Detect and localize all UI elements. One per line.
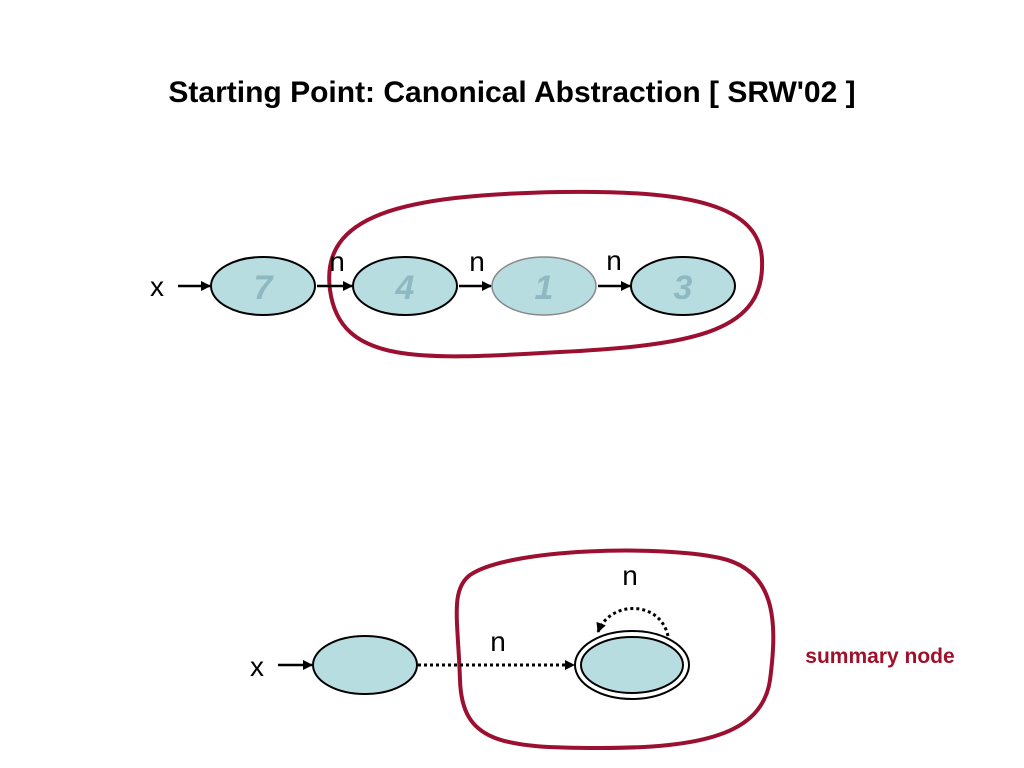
head-node (312, 635, 418, 695)
edge-label-2: n (469, 246, 485, 277)
node-value: 4 (395, 269, 415, 307)
node-value: 7 (254, 269, 275, 307)
slide-title: Starting Point: Canonical Abstraction [ … (168, 76, 856, 109)
abstraction-region-top (327, 189, 765, 359)
dashed-edge-label: n (490, 626, 506, 657)
edge-label-1: n (329, 246, 345, 277)
node-value: 3 (674, 269, 693, 307)
node-value: 1 (535, 269, 554, 307)
list-node-3: 1 (491, 256, 597, 316)
edge-label-3: n (606, 245, 622, 276)
self-loop-label: n (622, 560, 638, 591)
list-node-1: 7 (210, 256, 316, 316)
var-x-top: x (150, 271, 164, 302)
abstraction-region-bottom (454, 548, 776, 751)
var-x-bottom: x (250, 651, 264, 682)
summary-node-label: summary node (805, 645, 954, 668)
list-node-2: 4 (352, 256, 458, 316)
list-node-4: 3 (630, 256, 736, 316)
summary-node (574, 630, 690, 700)
